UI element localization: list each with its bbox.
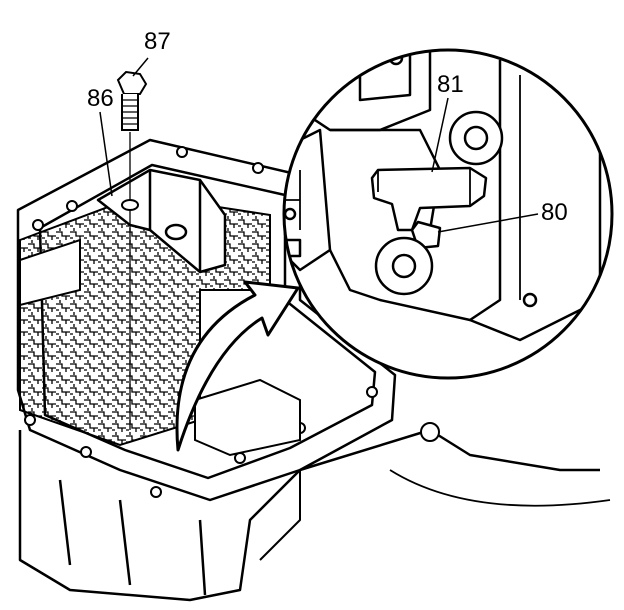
callout-87: 87	[143, 28, 172, 55]
leader-80	[437, 213, 539, 233]
bolt-87	[116, 70, 148, 430]
leader-lines	[99, 57, 539, 233]
leader-87	[132, 57, 149, 77]
flange-bolt-holes	[24, 146, 440, 498]
callout-86: 86	[86, 85, 115, 112]
callout-81: 81	[436, 71, 465, 98]
detail-inset	[282, 48, 614, 380]
direction-arrow	[175, 280, 300, 452]
callout-80: 80	[540, 199, 569, 226]
leader-86	[99, 111, 113, 197]
leader-81	[431, 97, 449, 173]
